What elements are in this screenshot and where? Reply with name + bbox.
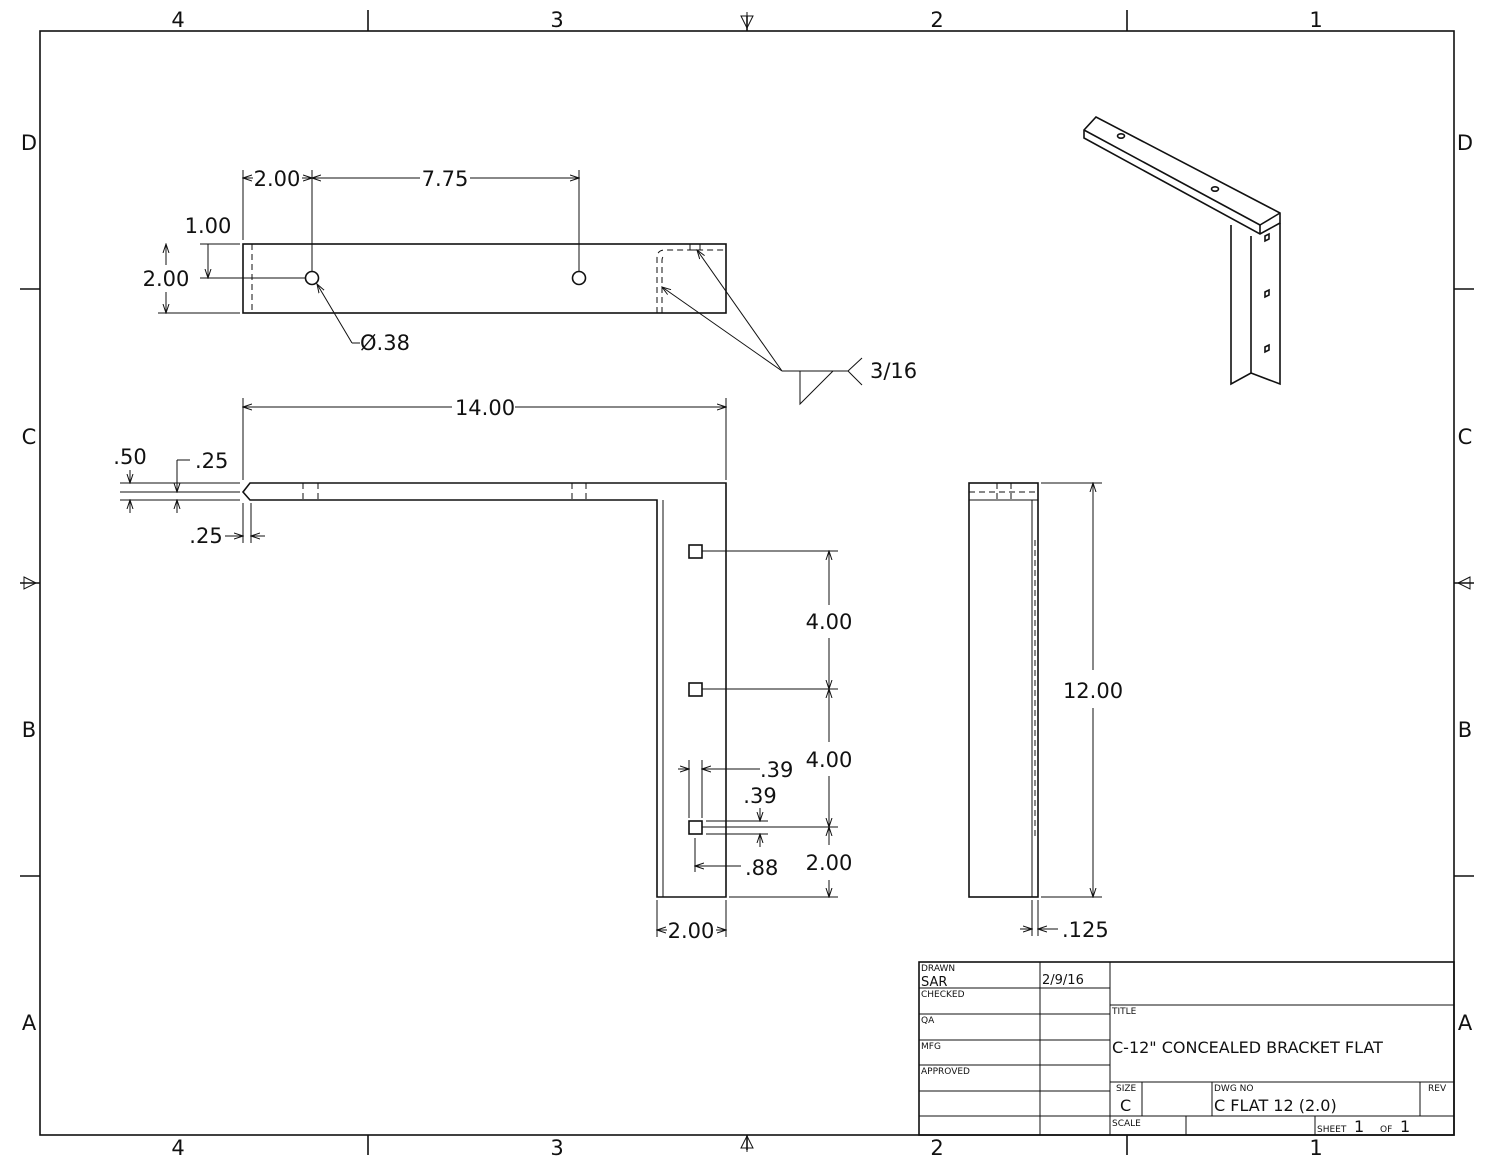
dim-thickness: .125 bbox=[1062, 918, 1109, 942]
isometric-view bbox=[1083, 116, 1281, 386]
zone-row-label: A bbox=[1458, 1011, 1473, 1035]
zone-col-label: 4 bbox=[171, 8, 184, 32]
sheet-number: 1 bbox=[1354, 1117, 1364, 1136]
zone-row-label: D bbox=[1457, 131, 1473, 155]
mounting-hole bbox=[571, 270, 587, 286]
top-view: 2.00 7.75 1.00 2.00 Ø.38 bbox=[143, 167, 727, 355]
dim-bottom: 2.00 bbox=[806, 851, 853, 875]
side-view: 12.00 .125 bbox=[968, 482, 1123, 942]
dim-hole-spacing-1: 4.00 bbox=[806, 610, 853, 634]
zone-row-label: D bbox=[21, 131, 37, 155]
zone-row-label: C bbox=[1458, 425, 1473, 449]
zone-col-label: 2 bbox=[930, 8, 943, 32]
mfg-label: MFG bbox=[921, 1042, 941, 1052]
dim-chamfer-c: .25 bbox=[189, 524, 222, 548]
zone-col-label: 3 bbox=[550, 8, 563, 32]
dim-slot-offset: .88 bbox=[745, 856, 778, 880]
dwg-no-value: C FLAT 12 (2.0) bbox=[1214, 1096, 1337, 1115]
weld-size: 3/16 bbox=[870, 359, 917, 383]
dim-hole-diameter: Ø.38 bbox=[360, 331, 410, 355]
dim-hole-edge: 1.00 bbox=[185, 214, 232, 238]
drawn-label: DRAWN bbox=[921, 964, 955, 974]
dim-hole-spacing: 7.75 bbox=[422, 167, 469, 191]
zone-col-label: 3 bbox=[550, 1136, 563, 1160]
zone-row-label: B bbox=[1458, 718, 1472, 742]
weld-symbol: 3/16 bbox=[662, 250, 917, 406]
sheet-total: 1 bbox=[1400, 1117, 1410, 1136]
drawn-by: SAR bbox=[921, 975, 947, 990]
zone-col-label: 2 bbox=[930, 1136, 943, 1160]
zone-row-label: C bbox=[22, 425, 37, 449]
dim-slot-width: .39 bbox=[760, 758, 793, 782]
drawn-date: 2/9/16 bbox=[1042, 973, 1084, 988]
qa-label: QA bbox=[921, 1016, 935, 1026]
hidden-line bbox=[656, 249, 726, 313]
dim-slot-height: .39 bbox=[743, 784, 776, 808]
dim-length: 14.00 bbox=[455, 396, 515, 420]
zone-col-label: 1 bbox=[1309, 1136, 1322, 1160]
size-value: C bbox=[1120, 1096, 1131, 1115]
drawing-border bbox=[39, 30, 1455, 1136]
dim-width: 2.00 bbox=[143, 267, 190, 291]
square-hole bbox=[688, 682, 703, 697]
zone-labels: 4 3 2 1 4 3 2 1 D C B A D C B A bbox=[21, 8, 1473, 1160]
zone-row-label: A bbox=[22, 1011, 37, 1035]
front-view-outline bbox=[241, 482, 727, 898]
square-hole bbox=[688, 544, 703, 559]
drawing-title: C-12" CONCEALED BRACKET FLAT bbox=[1112, 1038, 1383, 1057]
sheet-label: SHEET bbox=[1317, 1125, 1347, 1135]
square-hole bbox=[688, 820, 703, 835]
approved-label: APPROVED bbox=[921, 1067, 970, 1077]
zone-ticks bbox=[20, 10, 1474, 1155]
side-view-outline bbox=[968, 482, 1039, 898]
size-label: SIZE bbox=[1116, 1084, 1137, 1094]
dim-hole-spacing-2: 4.00 bbox=[806, 748, 853, 772]
zone-col-label: 4 bbox=[171, 1136, 184, 1160]
centering-marks bbox=[20, 12, 1474, 1152]
rev-label: REV bbox=[1428, 1084, 1447, 1094]
front-view: 14.00 .50 .25 .25 4.00 4.00 2.00 bbox=[113, 396, 852, 943]
dim-hole-offset: 2.00 bbox=[254, 167, 301, 191]
dwg-no-label: DWG NO bbox=[1214, 1084, 1253, 1094]
top-view-outline bbox=[242, 243, 727, 314]
zone-row-label: B bbox=[22, 718, 36, 742]
title-block: DRAWN SAR 2/9/16 CHECKED QA MFG APPROVED… bbox=[918, 961, 1455, 1136]
mounting-hole bbox=[304, 270, 320, 286]
dim-chamfer-b: .25 bbox=[195, 449, 228, 473]
scale-label: SCALE bbox=[1112, 1119, 1141, 1129]
title-label: TITLE bbox=[1111, 1007, 1137, 1017]
of-label: OF bbox=[1380, 1125, 1392, 1135]
weld-tab bbox=[689, 244, 701, 251]
dim-height: 12.00 bbox=[1063, 679, 1123, 703]
dim-chamfer-a: .50 bbox=[113, 445, 146, 469]
hidden-line bbox=[661, 255, 667, 313]
checked-label: CHECKED bbox=[921, 990, 965, 1000]
dim-width: 2.00 bbox=[668, 919, 715, 943]
zone-col-label: 1 bbox=[1309, 8, 1322, 32]
